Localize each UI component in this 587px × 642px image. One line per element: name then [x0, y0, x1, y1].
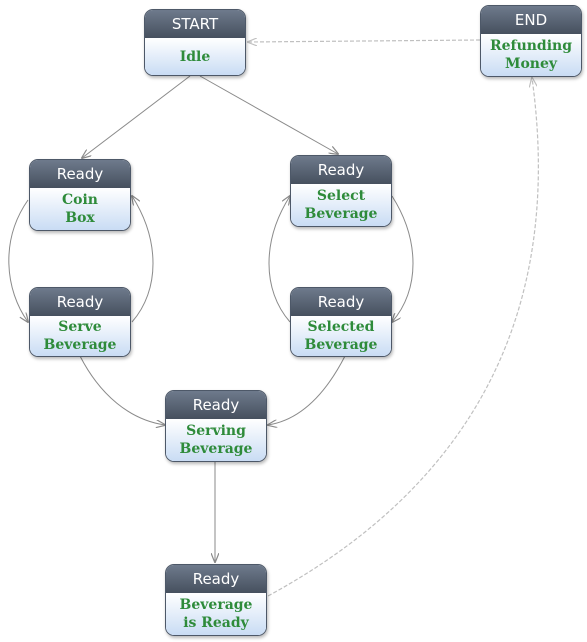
- state-serving-beverage-label: Serving Beverage: [179, 423, 253, 457]
- state-beverage-is-ready[interactable]: Ready Beverage is Ready: [165, 564, 267, 636]
- edge-beverage-ready-to-refunding: [267, 78, 539, 597]
- state-idle-label: Idle: [179, 48, 211, 65]
- state-selected-beverage-header: Ready: [291, 288, 391, 316]
- state-serve-beverage[interactable]: Ready Serve Beverage: [29, 287, 131, 357]
- edge-select-to-selected-beverage: [392, 195, 414, 322]
- edge-selected-to-serving-beverage: [268, 355, 346, 425]
- edge-coin-box-to-serve-beverage: [8, 199, 28, 322]
- state-refunding-money[interactable]: END Refunding Money: [480, 5, 582, 77]
- state-beverage-is-ready-label: Beverage is Ready: [179, 597, 253, 631]
- state-selected-beverage-label: Selected Beverage: [304, 319, 378, 353]
- state-serve-beverage-label: Serve Beverage: [43, 319, 117, 353]
- state-refunding-money-label: Refunding Money: [490, 38, 572, 72]
- state-coin-box-header: Ready: [30, 160, 130, 188]
- state-coin-box-label: Coin Box: [62, 192, 98, 226]
- state-select-beverage-header: Ready: [291, 156, 391, 184]
- state-coin-box[interactable]: Ready Coin Box: [29, 159, 131, 231]
- edge-idle-to-coin-box: [82, 75, 191, 158]
- state-idle-header: START: [145, 10, 245, 38]
- state-serve-beverage-header: Ready: [30, 288, 130, 316]
- state-serving-beverage[interactable]: Ready Serving Beverage: [165, 390, 267, 462]
- edge-refunding-to-idle: [248, 40, 481, 42]
- state-beverage-is-ready-header: Ready: [166, 565, 266, 593]
- edge-selected-to-select-beverage: [268, 196, 290, 323]
- state-refunding-money-header: END: [481, 6, 581, 34]
- edge-serve-beverage-to-coin-box: [132, 196, 154, 323]
- state-select-beverage-label: Select Beverage: [304, 188, 378, 222]
- edge-idle-to-select-beverage: [199, 75, 338, 154]
- state-select-beverage[interactable]: Ready Select Beverage: [290, 155, 392, 227]
- state-serving-beverage-header: Ready: [166, 391, 266, 419]
- state-idle[interactable]: START Idle: [144, 9, 246, 76]
- state-selected-beverage[interactable]: Ready Selected Beverage: [290, 287, 392, 357]
- edge-serve-to-serving-beverage: [79, 355, 165, 425]
